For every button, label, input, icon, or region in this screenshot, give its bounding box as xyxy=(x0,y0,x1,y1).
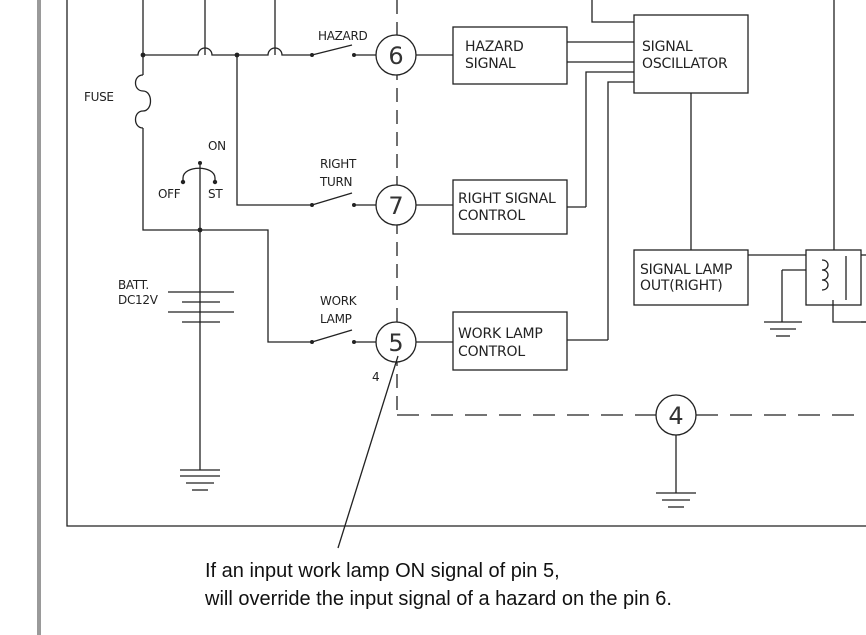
pin-4: 4 xyxy=(655,394,697,436)
svg-text:HAZARD: HAZARD xyxy=(465,39,524,55)
svg-text:SIGNAL: SIGNAL xyxy=(642,39,693,55)
pin-5: 5 xyxy=(375,321,417,363)
svg-text:CONTROL: CONTROL xyxy=(458,344,525,360)
work-lamp-switch: WORK LAMP xyxy=(200,229,376,344)
switch-on-label: ON xyxy=(208,139,226,153)
signal-lamp-out-block: SIGNAL LAMP OUT(RIGHT) xyxy=(633,249,749,306)
svg-text:SIGNAL LAMP: SIGNAL LAMP xyxy=(640,262,732,278)
fuse-symbol xyxy=(134,74,152,129)
svg-text:OUT(RIGHT): OUT(RIGHT) xyxy=(640,278,723,294)
hazard-label: HAZARD xyxy=(318,29,368,43)
svg-text:6: 6 xyxy=(388,42,403,70)
annotation-note-line2: will override the input signal of a haza… xyxy=(204,588,672,610)
switch-st-label: ST xyxy=(208,187,223,201)
relay-symbol xyxy=(805,249,866,323)
hazard-switch: HAZARD xyxy=(310,29,376,57)
svg-text:5: 5 xyxy=(388,329,403,357)
svg-text:CONTROL: CONTROL xyxy=(458,208,525,224)
work-lamp-label-line2: LAMP xyxy=(320,312,352,326)
work-lamp-label-line1: WORK xyxy=(320,294,358,308)
power-circuit: ON OFF ST FUSE BATT. DC12V xyxy=(84,0,312,491)
battery-label-line1: BATT. xyxy=(118,278,149,292)
svg-text:WORK LAMP: WORK LAMP xyxy=(458,326,543,342)
pin-4-ground-icon xyxy=(656,492,696,508)
hazard-signal-block: HAZARD SIGNAL xyxy=(452,26,568,85)
switch-off-label: OFF xyxy=(158,187,181,201)
battery-symbol xyxy=(168,291,234,323)
signal-oscillator-block: SIGNAL OSCILLATOR xyxy=(633,14,749,94)
pin-7: 7 xyxy=(375,184,417,226)
svg-text:RIGHT SIGNAL: RIGHT SIGNAL xyxy=(458,191,556,207)
pin-6: 6 xyxy=(375,34,417,76)
ignition-switch: ON OFF ST xyxy=(158,139,226,230)
right-turn-switch: RIGHT TURN xyxy=(236,55,376,207)
annotation-note-line1: If an input work lamp ON signal of pin 5… xyxy=(205,560,560,582)
annotation-leader-line xyxy=(337,355,399,549)
svg-text:SIGNAL: SIGNAL xyxy=(465,56,516,72)
right-turn-label-line2: TURN xyxy=(319,175,352,189)
fuse-label: FUSE xyxy=(84,90,114,104)
right-turn-label-line1: RIGHT xyxy=(320,157,357,171)
relay-ground-icon xyxy=(764,321,802,337)
battery-ground-icon xyxy=(180,469,220,491)
svg-text:OSCILLATOR: OSCILLATOR xyxy=(642,56,728,72)
page-margin-bar xyxy=(37,0,41,635)
svg-text:4: 4 xyxy=(668,402,683,430)
right-signal-control-block: RIGHT SIGNAL CONTROL xyxy=(452,179,568,235)
work-lamp-control-block: WORK LAMP CONTROL xyxy=(452,311,568,371)
svg-text:7: 7 xyxy=(388,192,403,220)
battery-label-line2: DC12V xyxy=(118,293,159,307)
diagram-frame xyxy=(66,0,866,527)
pin-pointer-mark: 4 xyxy=(372,370,379,384)
